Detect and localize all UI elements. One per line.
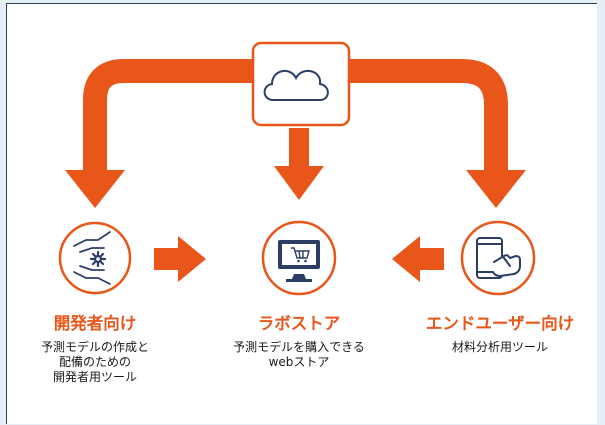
developer-desc-line-1: 予測モデルの作成と <box>40 340 149 354</box>
developer-node <box>58 221 132 295</box>
developer-description: 予測モデルの作成と 配備のための 開発者用ツール <box>10 340 180 385</box>
developer-desc-line-2: 配備のための <box>58 355 131 369</box>
store-title: ラボストア <box>257 314 341 333</box>
arrow-developer-to-store <box>154 236 206 282</box>
enduser-desc-line-1: 材料分析用ツール <box>451 340 548 354</box>
hands-gear-icon <box>73 231 111 285</box>
arrow-enduser-to-store <box>392 236 444 282</box>
store-desc-line-2: webストア <box>268 355 330 369</box>
store-desc-line-1: 予測モデルを購入できる <box>233 340 365 354</box>
arrow-cloud-to-store <box>274 128 324 200</box>
store-description: 予測モデルを購入できる webストア <box>209 340 389 370</box>
enduser-description: 材料分析用ツール <box>420 340 580 355</box>
developer-title: 開発者向け <box>53 314 137 333</box>
developer-desc-line-3: 開発者用ツール <box>52 370 137 384</box>
cloud-icon <box>263 69 329 101</box>
enduser-node <box>460 220 536 296</box>
enduser-title: エンドユーザー向け <box>425 314 575 333</box>
arrow-cloud-to-developer <box>65 59 252 208</box>
tablet-touch-icon <box>476 237 521 279</box>
cloud-node <box>251 41 351 127</box>
store-node <box>261 220 337 296</box>
arrow-cloud-to-enduser <box>350 59 526 208</box>
monitor-cart-icon <box>278 240 320 282</box>
